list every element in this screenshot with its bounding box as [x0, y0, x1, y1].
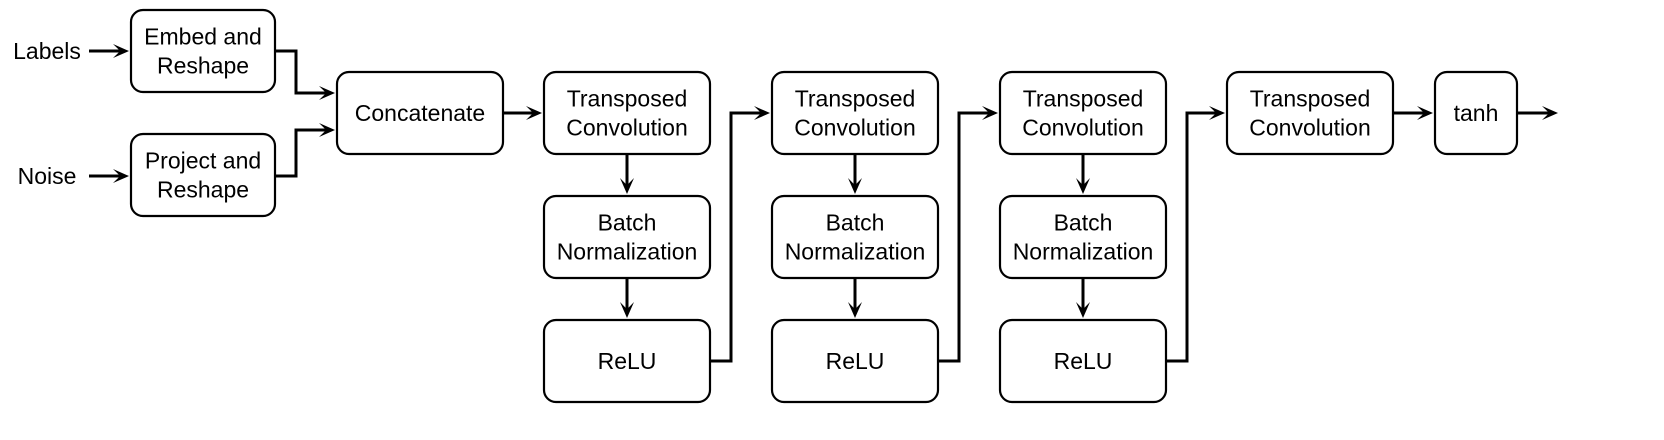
- node-tconv2-label-line-0: Transposed: [795, 86, 916, 112]
- node-bn3-label-line-1: Normalization: [1013, 239, 1154, 265]
- edge-bn1-to-relu1: [620, 278, 634, 318]
- edge-noise-to-project-arrowhead: [113, 169, 129, 183]
- node-bn1-label-line-0: Batch: [598, 210, 657, 236]
- node-concat-label-line-0: Concatenate: [355, 100, 485, 126]
- edge-tanh-to-output-arrowhead: [1542, 106, 1558, 120]
- edge-concat-to-tconv1: [503, 106, 542, 120]
- node-tconv4-label-line-1: Convolution: [1249, 115, 1370, 141]
- edge-noise-to-project: [89, 169, 129, 183]
- edge-tconv3-to-bn3: [1076, 154, 1090, 194]
- edge-tanh-to-output: [1517, 106, 1558, 120]
- edge-bn3-to-relu3: [1076, 278, 1090, 318]
- input-label-noise: Noise: [18, 163, 77, 189]
- edges-layer: [89, 44, 1558, 363]
- node-tanh-label-line-0: tanh: [1454, 100, 1499, 126]
- edge-tconv2-to-bn2-arrowhead: [848, 178, 862, 194]
- edge-relu3-to-tconv4: [1166, 106, 1225, 363]
- node-tconv2-label-line-1: Convolution: [794, 115, 915, 141]
- node-project-label-line-1: Reshape: [157, 177, 249, 203]
- node-tconv1-label-line-0: Transposed: [567, 86, 688, 112]
- edge-relu3-to-tconv4-line: [1166, 111, 1217, 363]
- node-relu3: ReLU: [998, 318, 1168, 404]
- edge-relu3-to-tconv4-arrowhead: [1209, 106, 1225, 120]
- node-tconv3-box: [998, 70, 1168, 156]
- edge-concat-to-tconv1-arrowhead: [526, 106, 542, 120]
- node-relu2: ReLU: [770, 318, 940, 404]
- edge-relu2-to-tconv3-line: [938, 111, 990, 363]
- edge-relu1-to-tconv2: [710, 106, 770, 363]
- edge-tconv1-to-bn1-arrowhead: [620, 178, 634, 194]
- node-relu1: ReLU: [542, 318, 712, 404]
- edge-tconv3-to-bn3-arrowhead: [1076, 178, 1090, 194]
- edge-labels-to-embed: [89, 44, 129, 58]
- node-tconv4-box: [1225, 70, 1395, 156]
- node-project-label-line-0: Project and: [145, 148, 261, 174]
- edge-bn2-to-relu2-arrowhead: [848, 302, 862, 318]
- edge-bn2-to-relu2: [848, 278, 862, 318]
- node-tconv1-label-line-1: Convolution: [566, 115, 687, 141]
- node-relu1-label-line-0: ReLU: [598, 348, 657, 374]
- input-label-labels: Labels: [13, 38, 81, 64]
- node-relu2-label-line-0: ReLU: [826, 348, 885, 374]
- edge-tconv2-to-bn2: [848, 154, 862, 194]
- node-tanh-box: [1433, 70, 1519, 156]
- edge-tconv4-to-tanh-arrowhead: [1417, 106, 1433, 120]
- edge-relu2-to-tconv3-arrowhead: [982, 106, 998, 120]
- edge-relu1-to-tconv2-line: [710, 111, 762, 363]
- node-embed-box: [129, 8, 277, 94]
- node-embed-label-line-0: Embed and: [144, 24, 262, 50]
- node-bn2-label-line-1: Normalization: [785, 239, 926, 265]
- node-bn2-label-line-0: Batch: [826, 210, 885, 236]
- edge-tconv1-to-bn1: [620, 154, 634, 194]
- node-relu1-box: [542, 318, 712, 404]
- node-relu3-box: [998, 318, 1168, 404]
- node-tconv1-box: [542, 70, 712, 156]
- edge-relu2-to-tconv3: [938, 106, 998, 363]
- edge-embed-to-concat-line: [275, 49, 327, 95]
- node-bn3-box: [998, 194, 1168, 280]
- edge-tconv4-to-tanh: [1393, 106, 1433, 120]
- node-tconv4-label-line-0: Transposed: [1250, 86, 1371, 112]
- edge-project-to-concat: [275, 123, 335, 178]
- edge-bn1-to-relu1-arrowhead: [620, 302, 634, 318]
- node-embed-label-line-1: Reshape: [157, 53, 249, 79]
- node-relu3-label-line-0: ReLU: [1054, 348, 1113, 374]
- node-relu2-box: [770, 318, 940, 404]
- node-tconv3-label-line-0: Transposed: [1023, 86, 1144, 112]
- edge-embed-to-concat-arrowhead: [319, 86, 335, 100]
- node-tconv2-box: [770, 70, 940, 156]
- node-bn1-label-line-1: Normalization: [557, 239, 698, 265]
- edge-project-to-concat-line: [275, 128, 327, 178]
- node-bn2-box: [770, 194, 940, 280]
- edge-embed-to-concat: [275, 49, 335, 100]
- edge-relu1-to-tconv2-arrowhead: [754, 106, 770, 120]
- node-project-box: [129, 132, 277, 218]
- edge-project-to-concat-arrowhead: [319, 123, 335, 137]
- edge-bn3-to-relu3-arrowhead: [1076, 302, 1090, 318]
- node-concat: Concatenate: [335, 70, 505, 156]
- node-tconv3-label-line-1: Convolution: [1022, 115, 1143, 141]
- edge-labels-to-embed-arrowhead: [113, 44, 129, 58]
- node-bn3-label-line-0: Batch: [1054, 210, 1113, 236]
- node-bn1-box: [542, 194, 712, 280]
- node-tanh: tanh: [1433, 70, 1519, 156]
- node-concat-box: [335, 70, 505, 156]
